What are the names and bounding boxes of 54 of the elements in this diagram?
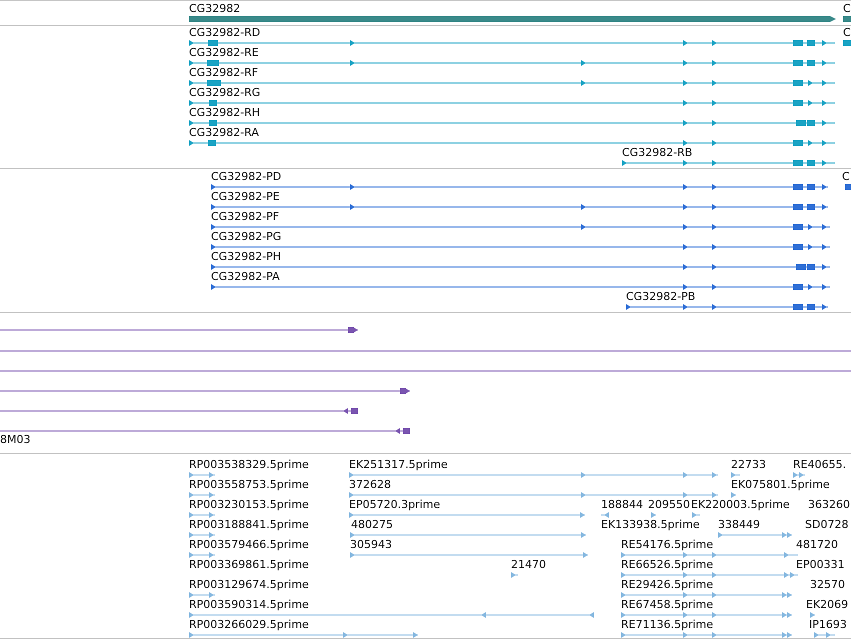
track-label: CG32982-PF [211, 210, 280, 224]
track-label: CG32982-PB [626, 290, 696, 304]
track-label: RP003230153.5prime [189, 498, 309, 512]
track-label: EP00331 [796, 558, 845, 572]
track-label: 32570 [810, 578, 845, 592]
track-label: RP003558753.5prime [189, 478, 309, 492]
track-label: CG32982-PA [211, 270, 280, 284]
track-label: RP003538329.5prime [189, 458, 309, 472]
track-label: IP1693 [809, 618, 847, 632]
track-label: C [842, 170, 850, 184]
track-label: RE40655. [793, 458, 846, 472]
track-label: C [843, 2, 851, 16]
track-label: CG32982-RG [189, 86, 260, 100]
track-label: RE71136.5prime [621, 618, 714, 632]
track-label: RP003188841.5prime [189, 518, 309, 532]
track-label: CG32982-RA [189, 126, 259, 140]
track-label: CG32982-PG [211, 230, 282, 244]
track-label: EK133938.5prime [601, 518, 700, 532]
track-label: 372628 [349, 478, 391, 492]
track-label: 305943 [350, 538, 392, 552]
track-label: CG32982-PE [211, 190, 280, 204]
track-label: 363260 [808, 498, 850, 512]
track-label: C [843, 26, 851, 40]
track-label: EK251317.5prime [349, 458, 448, 472]
track-label: CG32982-PD [211, 170, 282, 184]
track-label: 209550 [648, 498, 690, 512]
track-label: 22733 [731, 458, 766, 472]
track-label: EK075801.5prime [731, 478, 830, 492]
track-label: RP003579466.5prime [189, 538, 309, 552]
track-label: CG32982-RD [189, 26, 260, 40]
track-label: CG32982-RF [189, 66, 258, 80]
track-label: 481720 [796, 538, 838, 552]
track-label: CG32982 [189, 2, 240, 16]
track-label: CG32982-RH [189, 106, 260, 120]
track-label: RE67458.5prime [621, 598, 714, 612]
track-label: RP003129674.5prime [189, 578, 309, 592]
track-label: EK220003.5prime [691, 498, 790, 512]
track-label: RE29426.5prime [621, 578, 714, 592]
track-label: RP003369861.5prime [189, 558, 309, 572]
track-label: 8M03 [0, 433, 30, 447]
track-label: RP003266029.5prime [189, 618, 309, 632]
track-label: CG32982-RE [189, 46, 259, 60]
track-label: 338449 [718, 518, 760, 532]
track-label: CG32982-PH [211, 250, 282, 264]
track-label: RE54176.5prime [621, 538, 714, 552]
track-label: EK2069 [806, 598, 848, 612]
track-label: RP003590314.5prime [189, 598, 309, 612]
track-label: 188844 [601, 498, 643, 512]
track-label: EP05720.3prime [349, 498, 440, 512]
track-label: CG32982-RB [622, 146, 692, 160]
track-label: RE66526.5prime [621, 558, 714, 572]
track-label: 480275 [351, 518, 393, 532]
track-label: SD0728 [805, 518, 848, 532]
track-label: 21470 [511, 558, 546, 572]
